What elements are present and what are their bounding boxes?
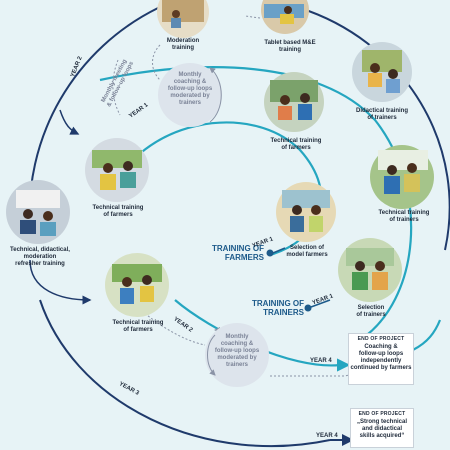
lower-loop-arrow bbox=[207, 334, 216, 376]
end-of-project-title: END OF PROJECT bbox=[358, 411, 406, 417]
photo-technical-trainers bbox=[370, 145, 434, 209]
lower-loop-circle bbox=[205, 323, 269, 387]
year-loop-year4: YEAR 4 bbox=[310, 358, 332, 364]
label-technical-farmers-center: Technical training of farmers bbox=[270, 138, 322, 151]
end-of-project-title: END OF PROJECT bbox=[357, 336, 405, 342]
photo-technical-farmers-center bbox=[264, 72, 324, 132]
label-training-of-trainers: TRAINING OF TRAINERS bbox=[252, 299, 304, 317]
connector-eop-dashed bbox=[270, 371, 361, 377]
label-refresher-training: Technical, didactical, moderation refres… bbox=[10, 247, 70, 267]
label-selection-trainers: Selection of trainers bbox=[356, 305, 386, 318]
trainers-stage-dot bbox=[304, 304, 312, 312]
end-of-project-body: Coaching & follow-up loops independently… bbox=[350, 344, 412, 371]
label-tablet-training: Tablet based M&E training bbox=[264, 40, 316, 53]
label-selection-model-farmers: Selection of model farmers bbox=[286, 245, 328, 258]
photo-moderation-training bbox=[157, 0, 209, 38]
label-technical-trainers: Technical training of trainers bbox=[378, 210, 430, 223]
farmers-stage-line bbox=[272, 247, 286, 254]
photo-technical-farmers-left bbox=[85, 138, 149, 202]
end-of-project-box-2: END OF PROJECT „Strong technical and did… bbox=[350, 408, 414, 448]
photo-refresher-training bbox=[6, 180, 70, 244]
farmers-stage-dot bbox=[266, 249, 274, 257]
upper-loop-circle bbox=[158, 63, 222, 127]
year-outer-year4: YEAR 4 bbox=[316, 433, 338, 439]
connector-top-dashed bbox=[244, 15, 261, 19]
connector-year2-arrow bbox=[59, 109, 80, 135]
photo-selection-trainers bbox=[338, 238, 402, 302]
label-moderation-training: Moderation training bbox=[166, 38, 200, 51]
label-technical-farmers-lower: Technical training of farmers bbox=[112, 320, 164, 333]
photo-technical-farmers-lower bbox=[105, 253, 169, 317]
photo-didactical-training bbox=[352, 42, 412, 102]
label-didactical-training: Didactical training of trainers bbox=[355, 108, 408, 121]
end-of-project-box-1: END OF PROJECT Coaching & follow-up loop… bbox=[348, 333, 414, 385]
trainers-stage-line bbox=[310, 299, 331, 308]
label-lower-loop: Monthly coaching & follow-up loops moder… bbox=[214, 334, 260, 368]
connector-meeting-loop bbox=[112, 59, 121, 116]
end-of-project-body: „Strong technical and didactical skills … bbox=[356, 419, 407, 439]
connector-refresher bbox=[29, 259, 92, 305]
photo-selection-model-farmers bbox=[276, 182, 336, 242]
upper-loop-arrow bbox=[209, 67, 222, 123]
outer-cycle-arc-bottom bbox=[39, 299, 331, 448]
label-training-of-farmers: TRAINING OF FARMERS bbox=[212, 244, 264, 262]
label-technical-farmers-left: Technical training of farmers bbox=[92, 205, 144, 218]
label-upper-loop: Monthly coaching & follow-up loops moder… bbox=[167, 72, 213, 106]
photo-tablet-training bbox=[261, 0, 309, 34]
